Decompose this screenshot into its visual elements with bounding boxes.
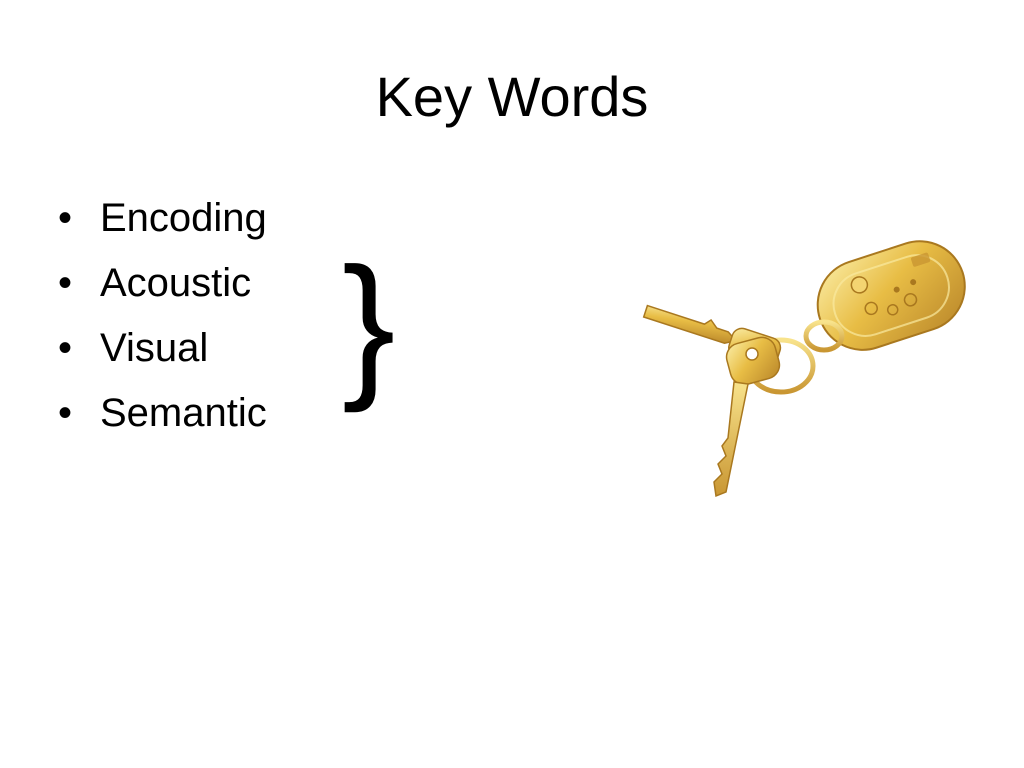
list-item: • Encoding [58, 186, 267, 251]
bullet-label: Acoustic [100, 261, 252, 305]
bullet-label: Encoding [100, 196, 267, 240]
bullet-icon: • [58, 391, 73, 435]
keychain-icon [642, 240, 966, 498]
key-fob [816, 240, 966, 351]
bullet-icon: • [58, 196, 73, 240]
bullet-label: Visual [100, 326, 209, 370]
list-item: • Semantic [58, 381, 267, 446]
key-main [713, 336, 781, 498]
slide-title: Key Words [375, 65, 649, 128]
curly-brace: } [342, 234, 396, 413]
bullet-label: Semantic [100, 391, 267, 435]
bullet-list: • Encoding • Acoustic • Visual • Semanti… [58, 186, 267, 446]
bullet-icon: • [58, 326, 73, 370]
list-item: • Acoustic [58, 251, 267, 316]
list-item: • Visual [58, 316, 267, 381]
bullet-icon: • [58, 261, 73, 305]
